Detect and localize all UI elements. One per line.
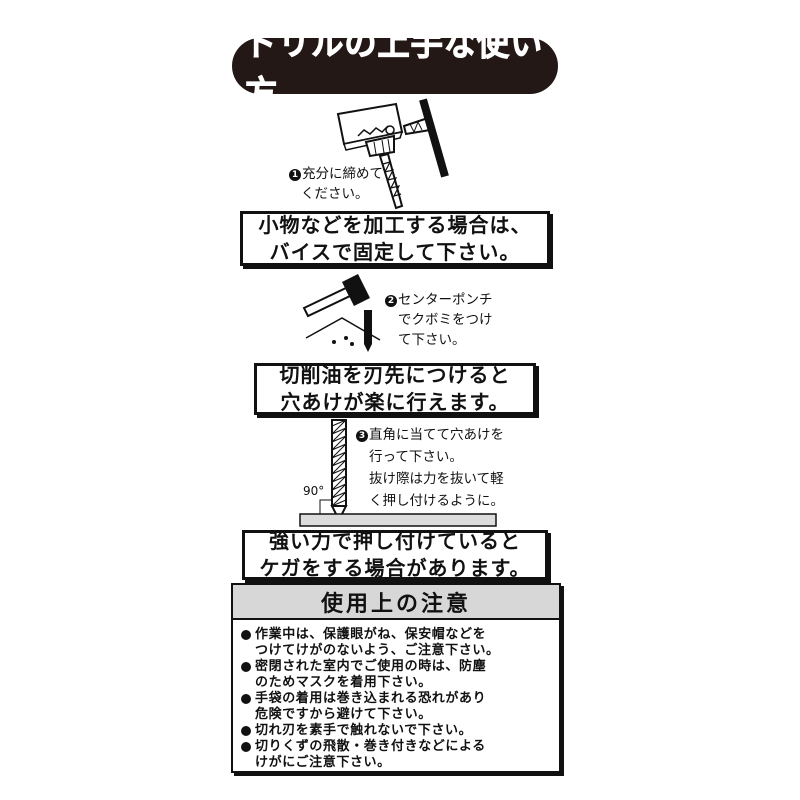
step-1-box: 小物などを加工する場合は、 バイスで固定して下さい。 xyxy=(240,211,550,266)
caution-panel: 使用上の注意 作業中は、保護眼がね、保安帽などを つけてけがのないよう、ご注意下… xyxy=(231,583,561,773)
step-3-box: 強い力で押し付けていると ケガをする場合があります。 xyxy=(242,529,548,580)
step-1-number: 1 xyxy=(289,169,301,181)
perpendicular-drilling-illustration xyxy=(299,419,497,527)
step-2-number: 2 xyxy=(385,295,397,307)
caution-item: 作業中は、保護眼がね、保安帽などを つけてけがのないよう、ご注意下さい。 xyxy=(241,627,559,659)
caution-item: 切りくずの飛散・巻き付きなどによる けがにご注意下さい。 xyxy=(241,739,559,771)
page-title: ドリルの上手な使い方 xyxy=(245,24,544,116)
caution-item: 切れ刃を素手で触れないで下さい。 xyxy=(241,723,559,739)
caution-item: 手袋の着用は巻き込まれる恐れがあり 危険ですから避けて下さい。 xyxy=(241,691,559,723)
drill-chuck-illustration xyxy=(336,98,449,210)
caution-list: 作業中は、保護眼がね、保安帽などを つけてけがのないよう、ご注意下さい。 密閉さ… xyxy=(233,620,559,771)
angle-label: 90° xyxy=(303,484,325,498)
step-2-box: 切削油を刃先につけると 穴あけが楽に行えます。 xyxy=(254,363,536,415)
caution-item: 密閉された室内でご使用の時は、防塵 のためマスクを着用下さい。 xyxy=(241,659,559,691)
caution-heading: 使用上の注意 xyxy=(233,585,559,620)
title-banner: ドリルの上手な使い方 xyxy=(232,24,558,116)
center-punch-illustration xyxy=(302,274,381,352)
step-3-number: 3 xyxy=(356,430,368,442)
